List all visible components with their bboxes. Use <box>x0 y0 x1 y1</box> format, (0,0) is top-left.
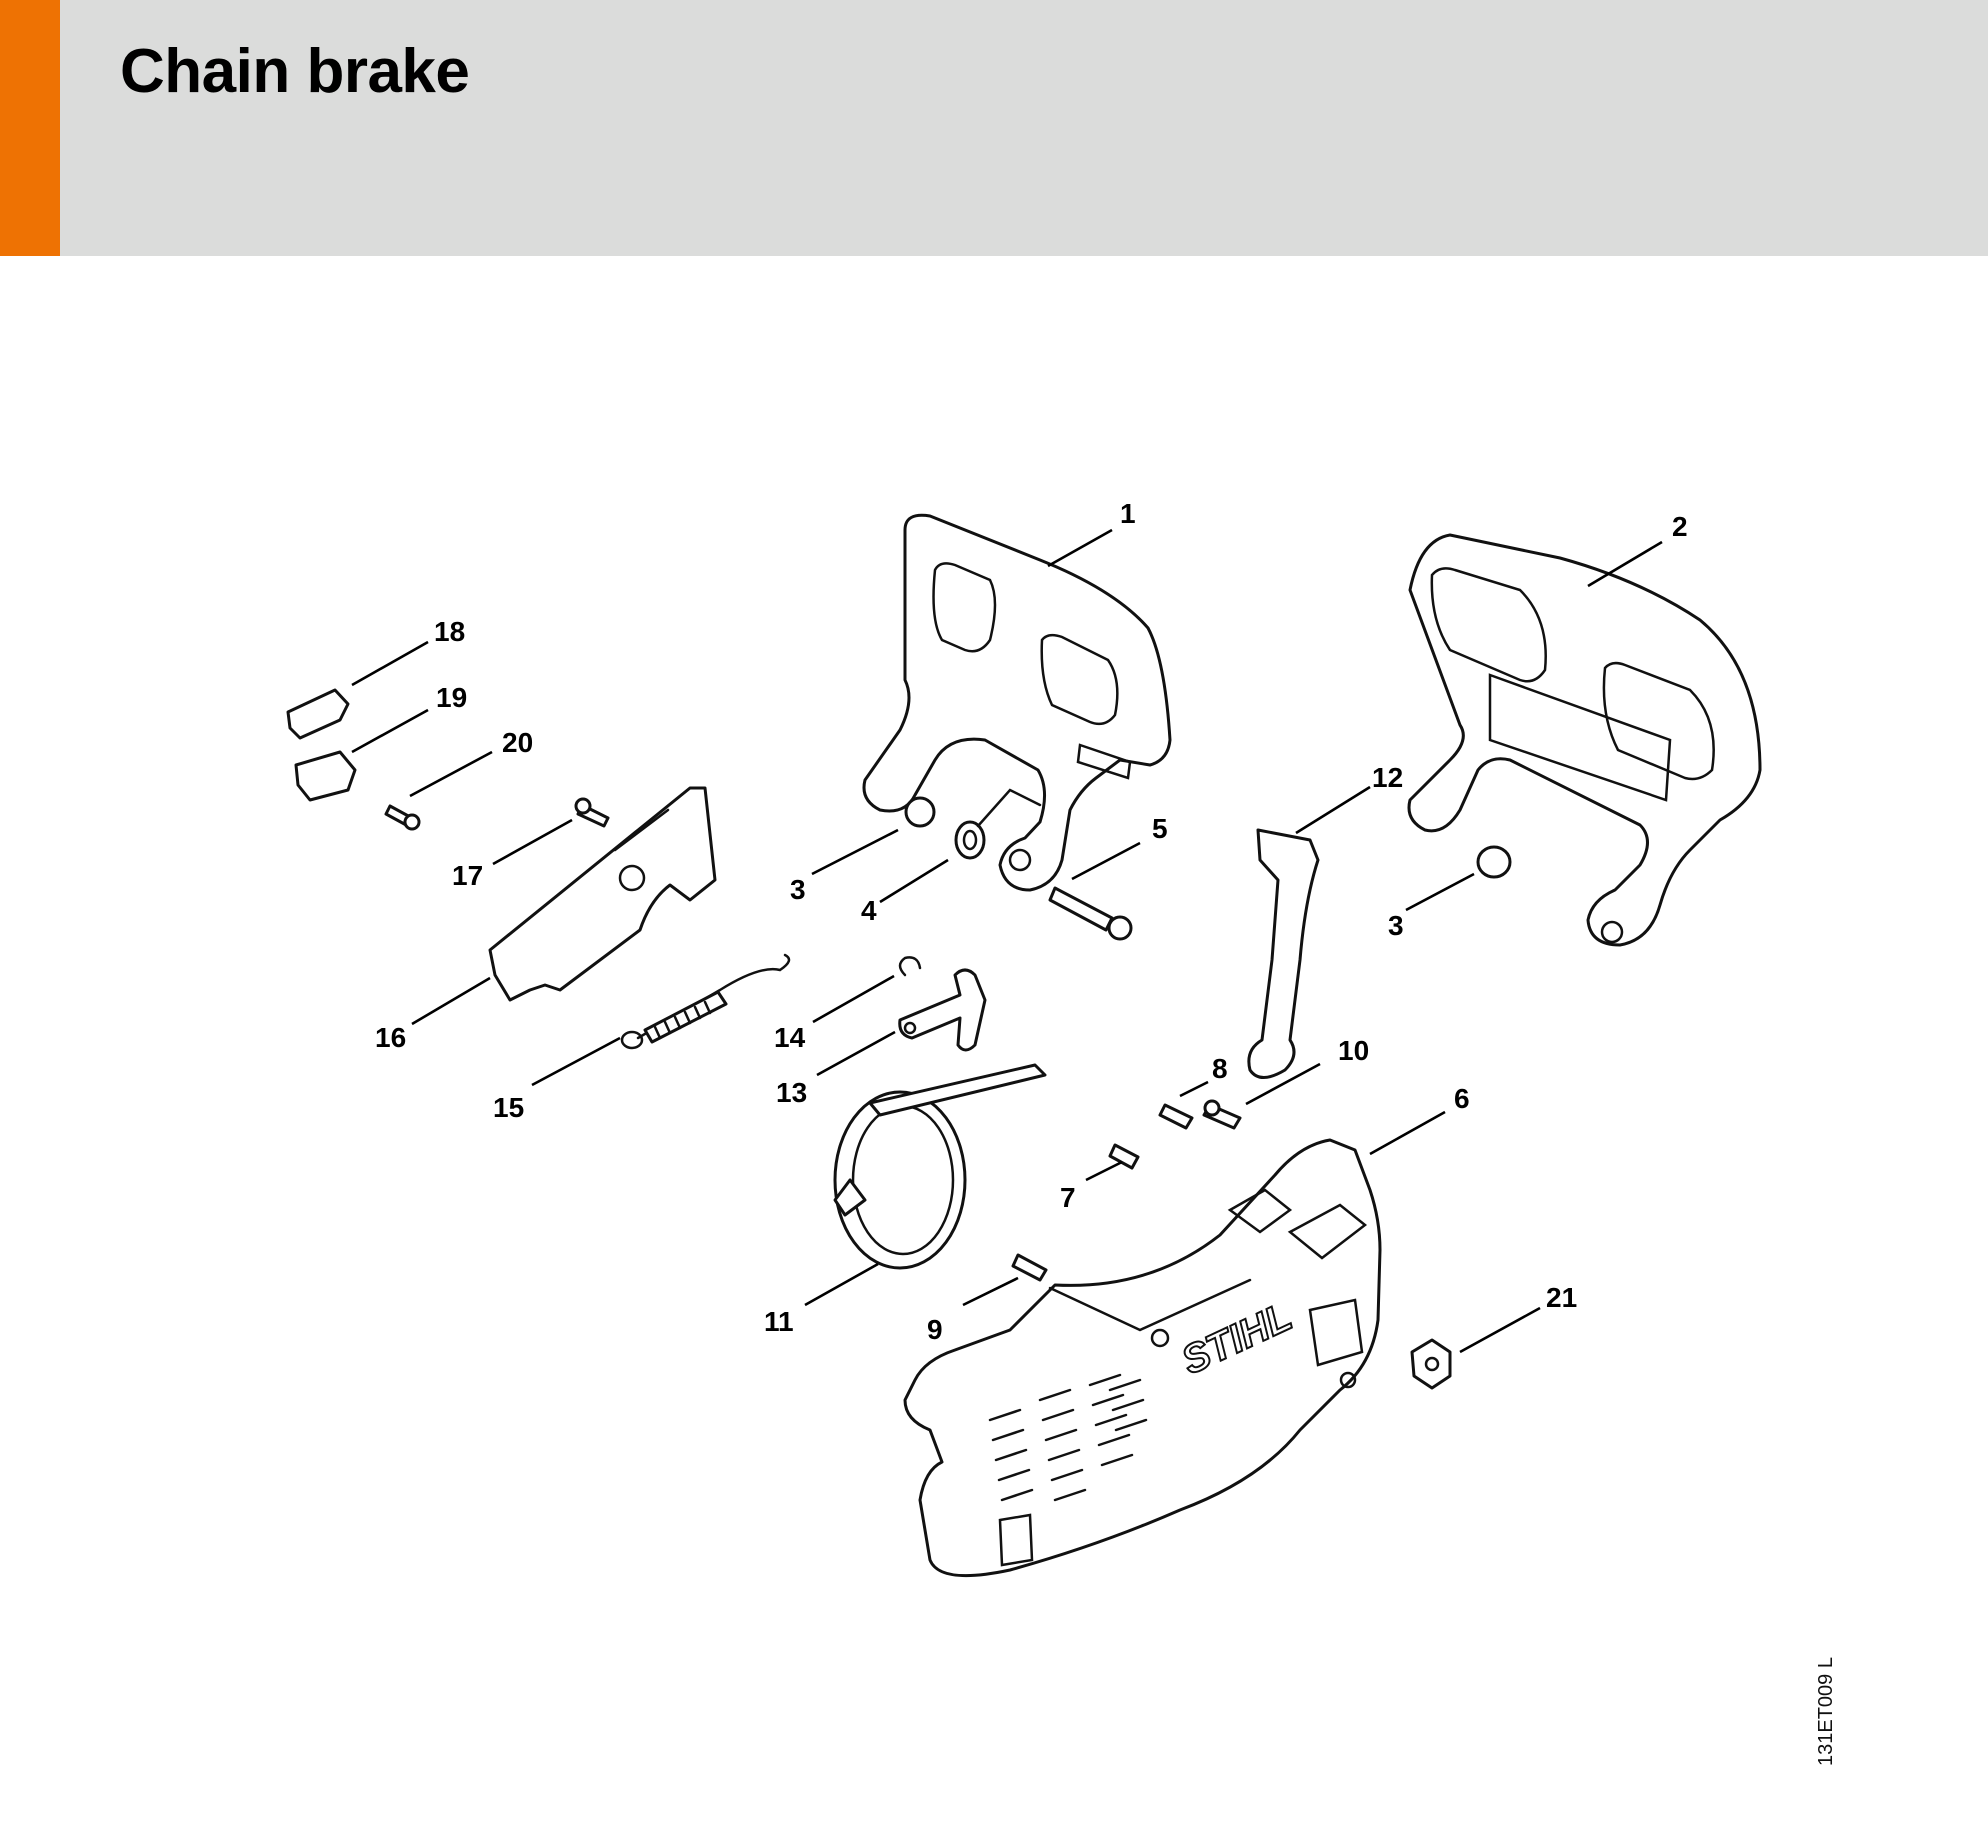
part-20-screw <box>384 804 421 831</box>
part-2-hand-guard <box>1407 533 1762 947</box>
drawing-code: 131ET009 L <box>1815 1657 1837 1766</box>
part-12-lever <box>1247 828 1320 1079</box>
callout-5: 5 <box>1152 813 1168 844</box>
callout-3: 3 <box>1388 910 1404 941</box>
callout-labels: 1 2 3 3 4 5 6 7 8 9 10 11 12 13 14 15 16… <box>375 498 1688 1345</box>
part-19-nut <box>294 750 357 802</box>
callout-12: 12 <box>1372 762 1403 793</box>
part-7-pin <box>1108 1143 1140 1170</box>
callout-17: 17 <box>452 860 483 891</box>
part-10-screw <box>1202 1099 1242 1130</box>
callout-21: 21 <box>1546 1282 1577 1313</box>
part-9-pin <box>1011 1253 1048 1282</box>
callout-20: 20 <box>502 727 533 758</box>
callout-1: 1 <box>1120 498 1136 529</box>
part-5-shoulder-bolt <box>1048 886 1133 941</box>
callout-3: 3 <box>790 874 806 905</box>
callout-8: 8 <box>1212 1053 1228 1084</box>
part-17-screw <box>574 797 610 828</box>
part-18-cap <box>286 688 350 740</box>
callout-15: 15 <box>493 1092 524 1123</box>
leader-lines <box>351 528 1663 1354</box>
callout-13: 13 <box>776 1077 807 1108</box>
part-11-brake-band <box>833 1063 1047 1270</box>
callout-9: 9 <box>927 1314 943 1345</box>
page-title: Chain brake <box>120 37 470 106</box>
part-1-hand-guard <box>862 513 1172 892</box>
callout-6: 6 <box>1454 1083 1470 1114</box>
part-14-retaining-clip <box>898 956 922 977</box>
part-6-sprocket-cover: STIHL <box>903 1138 1382 1578</box>
part-15-tension-spring <box>620 953 791 1050</box>
callout-19: 19 <box>436 682 467 713</box>
cooling-slots <box>988 1373 1148 1502</box>
callout-4: 4 <box>861 895 877 926</box>
part-3-bushing <box>904 796 1512 879</box>
callout-11: 11 <box>764 1306 794 1337</box>
part-16-plate <box>488 786 717 1002</box>
callout-18: 18 <box>434 616 465 647</box>
part-21-collar-nut <box>1410 1338 1452 1390</box>
accent-bar <box>0 0 60 256</box>
callout-16: 16 <box>375 1022 406 1053</box>
callout-14: 14 <box>774 1022 806 1053</box>
callout-10: 10 <box>1338 1035 1369 1066</box>
part-8-pin <box>1158 1103 1194 1130</box>
part-4-torsion-spring <box>954 788 1042 860</box>
callout-7: 7 <box>1060 1182 1076 1213</box>
callout-2: 2 <box>1672 511 1688 542</box>
page-header: Chain brake <box>0 0 1988 256</box>
part-13-bell-crank <box>898 968 987 1052</box>
